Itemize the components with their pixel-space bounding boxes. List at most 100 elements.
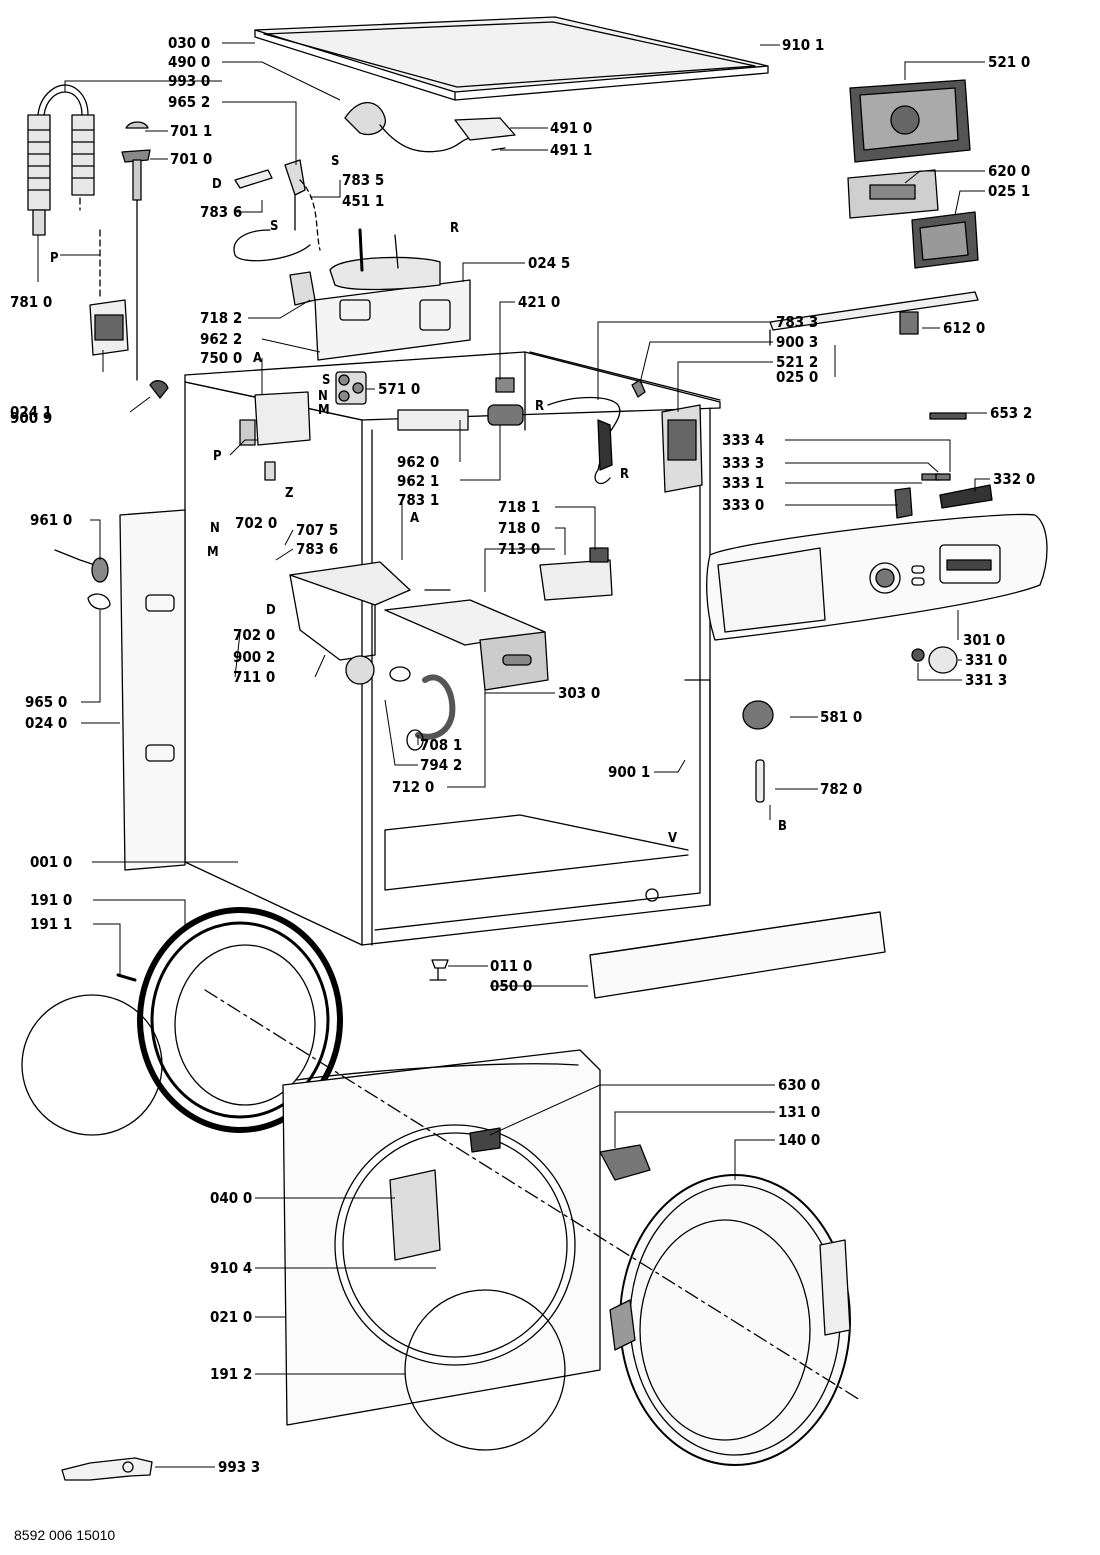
callout-581-0: 581 0 xyxy=(820,708,862,726)
callout-962-0: 962 0 xyxy=(397,453,439,471)
callout-612-0: 612 0 xyxy=(943,319,985,337)
letter-m-valve: M xyxy=(318,403,330,418)
tool-part xyxy=(61,1457,153,1481)
leader-lines xyxy=(37,42,990,1468)
callout-993-0: 993 0 xyxy=(168,72,210,90)
inlet-pipe-part xyxy=(233,159,321,262)
rear-bracket-part xyxy=(89,299,169,399)
callout-718-1: 718 1 xyxy=(498,498,540,516)
letter-r-bottom: R xyxy=(620,467,629,482)
callout-490-0: 490 0 xyxy=(168,53,210,71)
side-panel-part xyxy=(54,509,186,871)
callout-021-0: 021 0 xyxy=(210,1308,252,1326)
callout-718-0: 718 0 xyxy=(498,519,540,537)
callout-783-3: 783 3 xyxy=(776,313,818,331)
door-catch-part xyxy=(599,1144,651,1181)
callout-333-0: 333 0 xyxy=(722,496,764,514)
letter-d-mid: D xyxy=(266,603,276,618)
letter-v: V xyxy=(668,831,677,846)
callout-030-0: 030 0 xyxy=(168,34,210,52)
letter-s-pipe: S xyxy=(270,219,278,234)
callout-521-2: 521 2 xyxy=(776,353,818,371)
callout-707-5: 707 5 xyxy=(296,521,338,539)
callout-783-5: 783 5 xyxy=(342,171,384,189)
drain-hose-part xyxy=(27,84,101,301)
callout-labels: 030 0 490 0 993 0 965 2 701 1 701 0 783 … xyxy=(10,34,1035,1476)
board-housing-part xyxy=(911,211,979,269)
front-panel-part xyxy=(282,1049,601,1451)
callout-040-0: 040 0 xyxy=(210,1189,252,1207)
callout-713-0: 713 0 xyxy=(498,540,540,558)
callout-783-6-b: 783 6 xyxy=(296,540,338,558)
callout-011-0: 011 0 xyxy=(490,957,532,975)
callout-782-0: 782 0 xyxy=(820,780,862,798)
callout-025-0: 025 0 xyxy=(776,368,818,386)
callout-050-0: 050 0 xyxy=(490,977,532,995)
callout-333-4: 333 4 xyxy=(722,431,764,449)
letter-r-hose: R xyxy=(535,399,544,414)
letter-p-hose: P xyxy=(50,251,59,266)
callout-333-1: 333 1 xyxy=(722,474,764,492)
callout-708-1: 708 1 xyxy=(420,736,462,754)
callout-962-1: 962 1 xyxy=(397,472,439,490)
hose-support-part xyxy=(121,121,151,381)
callout-965-0: 965 0 xyxy=(25,693,67,711)
letter-p-filter: P xyxy=(213,449,222,464)
pressure-switch-part xyxy=(742,700,774,803)
filter-part xyxy=(239,391,311,481)
callout-521-0: 521 0 xyxy=(988,53,1030,71)
interference-filter-part xyxy=(397,377,524,431)
mains-cable-part xyxy=(344,101,516,153)
callout-701-1: 701 1 xyxy=(170,122,212,140)
display-board-part xyxy=(847,169,939,219)
callout-900-1: 900 1 xyxy=(608,763,650,781)
callout-702-0: 702 0 xyxy=(235,514,277,532)
letter-a-top: A xyxy=(253,351,262,366)
callout-333-3: 333 3 xyxy=(722,454,764,472)
letter-m-conn: M xyxy=(207,545,219,560)
callout-900-2: 900 2 xyxy=(233,648,275,666)
top-cover-part xyxy=(254,16,769,101)
callout-301-0: 301 0 xyxy=(963,631,1005,649)
callout-491-1: 491 1 xyxy=(550,141,592,159)
callout-571-0: 571 0 xyxy=(378,380,420,398)
knob-part xyxy=(911,646,958,674)
callout-332-0: 332 0 xyxy=(993,470,1035,488)
door-assembly-part xyxy=(609,1174,851,1466)
callout-024-5: 024 5 xyxy=(528,254,570,272)
callout-701-0: 701 0 xyxy=(170,150,212,168)
callout-962-2: 962 2 xyxy=(200,330,242,348)
callout-965-2: 965 2 xyxy=(168,93,210,111)
letter-z: Z xyxy=(285,486,293,501)
callout-711-0: 711 0 xyxy=(233,668,275,686)
callout-718-2: 718 2 xyxy=(200,309,242,327)
harness-bracket-part xyxy=(289,228,471,361)
callout-750-0: 750 0 xyxy=(200,349,242,367)
dispenser-part xyxy=(289,547,613,691)
callout-191-0: 191 0 xyxy=(30,891,72,909)
buttons-part xyxy=(894,412,993,519)
letter-n-valve: N xyxy=(318,389,328,404)
document-number: 8592 006 15010 xyxy=(14,1527,116,1543)
callout-191-2: 191 2 xyxy=(210,1365,252,1383)
callout-783-6: 783 6 xyxy=(200,203,242,221)
control-board-part xyxy=(849,79,971,163)
callout-794-2: 794 2 xyxy=(420,756,462,774)
callout-131-0: 131 0 xyxy=(778,1103,820,1121)
letter-n-conn: N xyxy=(210,521,220,536)
pressure-hose-part xyxy=(547,379,646,485)
callout-900-3: 900 3 xyxy=(776,333,818,351)
callout-303-0: 303 0 xyxy=(558,684,600,702)
callout-620-0: 620 0 xyxy=(988,162,1030,180)
callout-001-0: 001 0 xyxy=(30,853,72,871)
callout-451-1: 451 1 xyxy=(342,192,384,210)
callout-781-0: 781 0 xyxy=(10,293,52,311)
bellows-part xyxy=(389,666,456,751)
door-seal-part xyxy=(21,907,343,1136)
callout-910-4: 910 4 xyxy=(210,1259,252,1277)
callout-900-9: 900 9 xyxy=(10,409,52,427)
callout-783-1: 783 1 xyxy=(397,491,439,509)
callout-421-0: 421 0 xyxy=(518,293,560,311)
callout-653-2: 653 2 xyxy=(990,404,1032,422)
letter-b: B xyxy=(778,819,787,834)
